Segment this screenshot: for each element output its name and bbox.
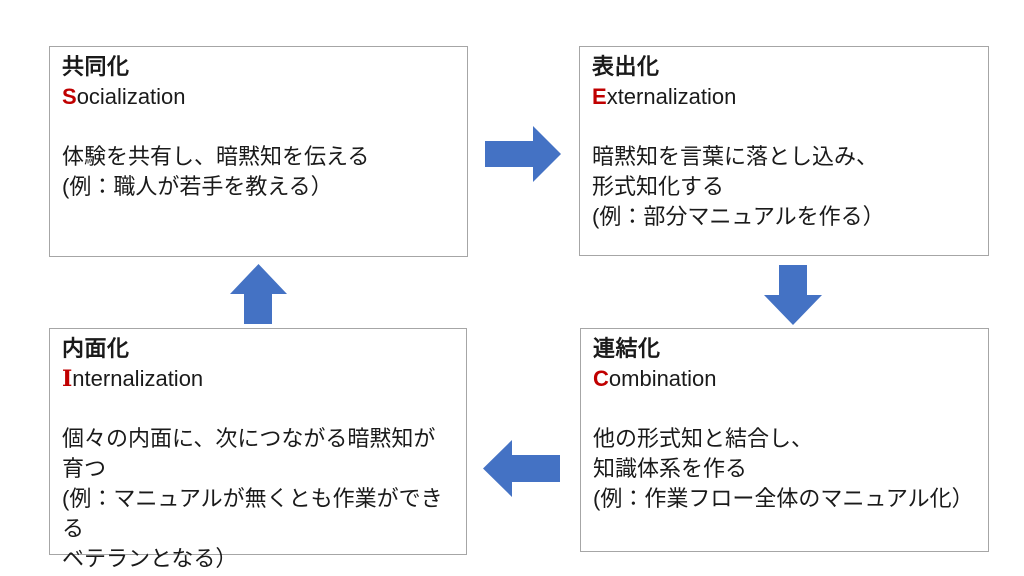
socialization-title-en-rest: ocialization [76,84,186,109]
combination-title-jp: 連結化 [593,336,661,361]
internalization-title-en: Internalization [62,364,454,394]
box-internalization: 内面化 Internalization 個々の内面に、次につながる暗黙知が 育つ… [49,328,467,571]
externalization-description: 暗黙知を言葉に落とし込み、 形式知化する (例：部分マニュアルを作る） [592,144,885,229]
box-socialization: 共同化 Socialization 体験を共有し、暗黙知を伝える (例：職人が若… [49,46,468,257]
internalization-title-en-rest: nternalization [72,366,204,391]
externalization-title-en: Externalization [592,82,976,112]
combination-title-en-rest: ombination [608,366,717,391]
externalization-title-en-rest: xternalization [606,84,737,109]
internalization-description: 個々の内面に、次につながる暗黙知が 育つ (例：マニュアルが無くとも作業ができる… [62,426,443,571]
left-arrow-icon [483,440,560,497]
internalization-title-jp: 内面化 [62,336,130,361]
socialization-description: 体験を共有し、暗黙知を伝える (例：職人が若手を教える） [62,144,370,199]
externalization-title-jp: 表出化 [592,54,660,79]
combination-description: 他の形式知と結合し、 知識体系を作る (例：作業フロー全体のマニュアル化） [593,426,974,511]
combination-title-en: Combination [593,364,976,394]
right-arrow-icon [485,126,561,182]
down-arrow-icon [764,265,822,325]
socialization-title-en: Socialization [62,82,455,112]
internalization-initial-letter: I [62,366,73,392]
externalization-initial-letter: E [592,84,607,109]
socialization-initial-letter: S [62,84,77,109]
combination-initial-letter: C [593,366,609,391]
up-arrow-icon [230,264,287,324]
box-externalization: 表出化 Externalization 暗黙知を言葉に落とし込み、 形式知化する… [579,46,989,256]
box-combination: 連結化 Combination 他の形式知と結合し、 知識体系を作る (例：作業… [580,328,989,552]
socialization-title-jp: 共同化 [62,54,130,79]
